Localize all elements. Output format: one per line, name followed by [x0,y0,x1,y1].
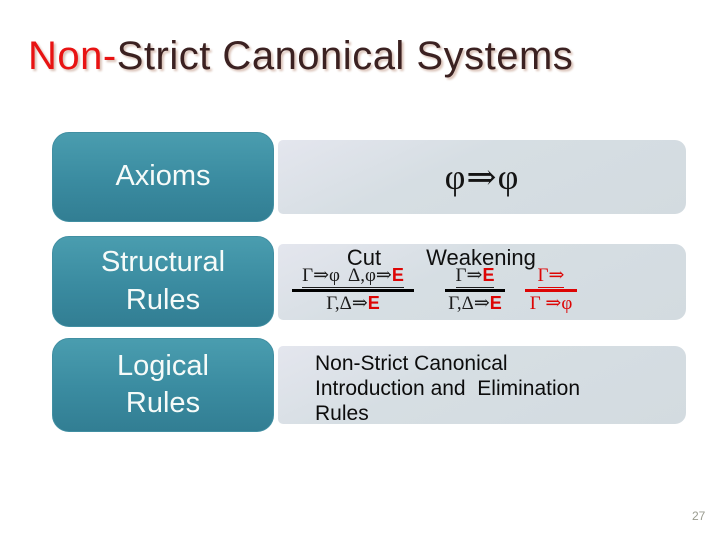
cut-heading: Cut [346,245,382,270]
weakening1-denominator-text: Γ,Δ⇒ [448,292,490,314]
weakening-heading: Weakening [426,245,536,270]
logical-rules-text-line2: Introduction and Elimination [315,377,580,400]
weakening1-denominator-e: E [489,292,502,313]
cut-denominator-e: E [367,292,380,313]
weakening1-fraction-bar [445,288,505,292]
axioms-label: Axioms [115,160,211,193]
slide-title-rest: Strict Canonical Systems [116,34,574,78]
cut-fraction-bar [292,288,414,292]
weakening-rule-2: Γ⇒ Γ ⇒φ [525,265,577,315]
structural-rules-label: Structural Rules [100,246,226,316]
slide-title-highlight: Non- [28,34,117,78]
cut-numerator-left: Γ⇒φ [302,265,340,286]
axioms-content-box: φ⇒φ [278,140,686,214]
cut-numerator-right: Δ,φ⇒ [348,265,392,286]
weakening2-numerator-text: Γ⇒ [537,265,565,286]
axioms-box: Axioms [52,132,274,222]
weakening1-numerator: Γ⇒E [445,265,505,288]
logical-rules-box: Logical Rules [52,338,274,432]
weakening2-fraction-bar [525,288,577,292]
axiom-formula: φ⇒φ [444,157,520,197]
cut-numerator-e: E [391,265,404,285]
logical-rules-text-line1: Non-Strict Canonical [315,352,508,375]
logical-rules-text: Non-Strict Canonical Introduction and El… [315,351,678,426]
structural-rules-box: Structural Rules [52,236,274,327]
weakening2-numerator: Γ⇒ [525,265,577,288]
cut-denominator-text: Γ,Δ⇒ [326,292,368,314]
weakening1-numerator-e: E [482,265,495,285]
cut-numerator: Γ⇒φ Δ,φ⇒E [292,265,414,288]
weakening1-numerator-text: Γ⇒ [455,265,483,286]
weakening1-denominator: Γ,Δ⇒E [445,292,505,315]
slide-title: Non-Strict Canonical Systems [28,34,573,78]
logical-rules-content-box: Non-Strict Canonical Introduction and El… [278,346,686,426]
logical-rules-label: Logical Rules [117,349,209,419]
page-number: 27 [692,509,706,523]
weakening-rule-1: Γ⇒E Γ,Δ⇒E [445,265,505,315]
cut-denominator: Γ,Δ⇒E [292,292,414,315]
logical-rules-text-line3: Rules [315,402,369,425]
weakening2-denominator: Γ ⇒φ [529,292,573,314]
